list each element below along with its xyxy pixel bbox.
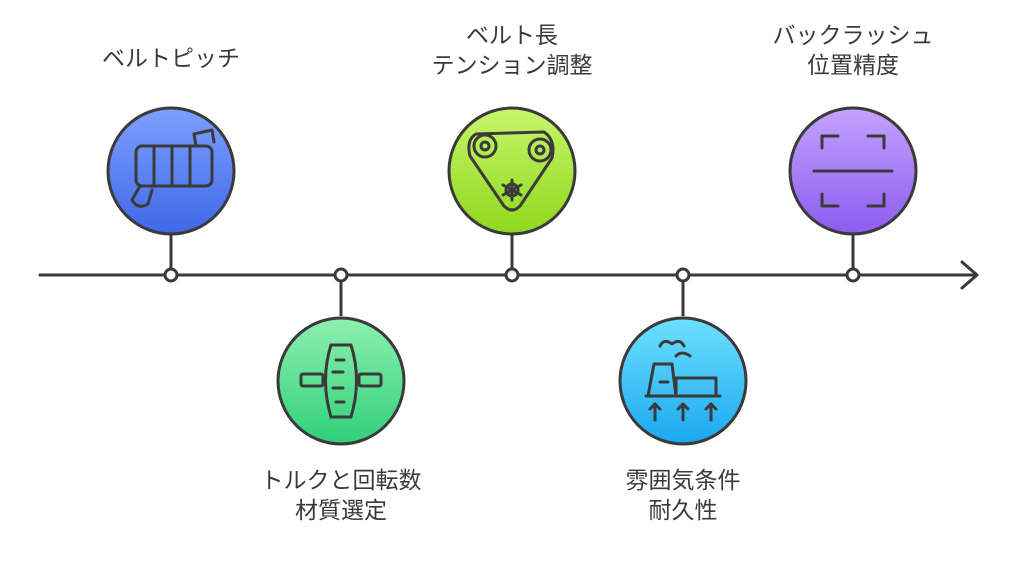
label-line: 位置精度 (807, 53, 899, 79)
axis-node-torque-rotation (333, 267, 349, 283)
label-belt-pitch: ベルトピッチ (51, 44, 291, 74)
label-line: ベルト長 (466, 23, 558, 49)
label-line: 材質選定 (295, 498, 387, 524)
label-line: 雰囲気条件 (625, 468, 741, 494)
axis-arrowhead (960, 260, 979, 290)
label-line: 耐久性 (648, 498, 718, 524)
label-backlash: バックラッシュ 位置精度 (733, 21, 973, 81)
axis-node-belt-length (504, 267, 520, 283)
milestone-circle-atmosphere (618, 316, 748, 446)
label-torque-rotation: トルクと回転数 材質選定 (221, 466, 461, 526)
label-line: テンション調整 (431, 53, 593, 79)
axis-node-belt-pitch (163, 267, 179, 283)
label-line: トルクと回転数 (260, 468, 422, 494)
precision-frame-icon (812, 134, 894, 208)
factory-environment-icon (644, 339, 722, 422)
belt-tension-icon (467, 130, 555, 212)
axis-node-atmosphere (675, 267, 691, 283)
label-line: バックラッシュ (772, 23, 934, 49)
label-belt-length: ベルト長 テンション調整 (392, 21, 632, 81)
pulley-shaft-icon (299, 343, 383, 419)
label-line: ベルトピッチ (102, 46, 240, 72)
milestone-circle-torque-rotation (276, 316, 406, 446)
milestone-circle-belt-length (447, 106, 577, 236)
label-atmosphere: 雰囲気条件 耐久性 (563, 466, 803, 526)
belt-chain-icon (130, 128, 216, 208)
axis-node-backlash (845, 267, 861, 283)
